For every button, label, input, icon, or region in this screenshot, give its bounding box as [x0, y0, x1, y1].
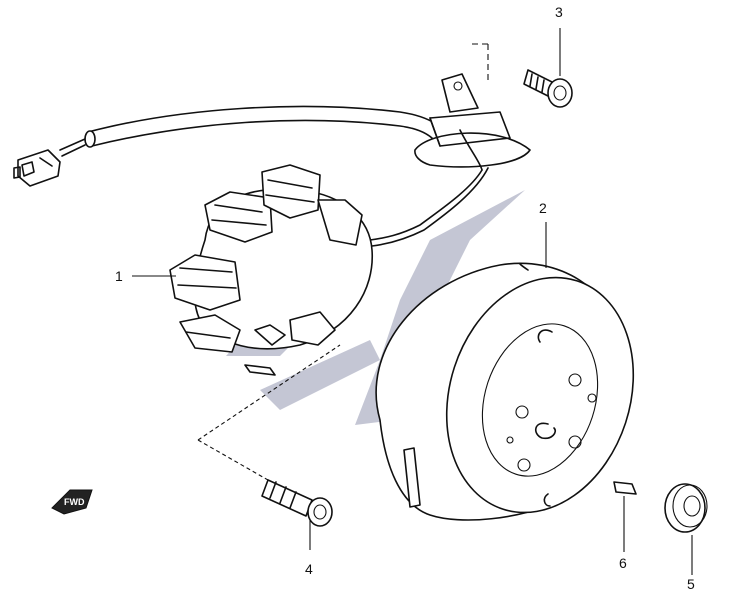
bolt-upper	[523, 69, 573, 108]
pickup-coil	[369, 73, 531, 247]
callout-6: 6	[619, 555, 627, 571]
leader-lines	[132, 28, 693, 575]
bolt-lower	[261, 479, 333, 527]
callout-1: 1	[115, 268, 123, 284]
wire-harness	[59, 105, 437, 157]
fwd-label: FWD	[64, 497, 85, 507]
key	[613, 481, 637, 495]
nut	[664, 483, 708, 533]
wire-connector	[13, 149, 61, 187]
callout-4: 4	[305, 561, 313, 577]
stator	[169, 164, 373, 376]
rotor	[375, 262, 635, 521]
callout-5: 5	[687, 576, 695, 592]
fwd-arrow-icon: FWD	[51, 489, 93, 515]
callout-3: 3	[555, 4, 563, 20]
callout-2: 2	[539, 200, 547, 216]
